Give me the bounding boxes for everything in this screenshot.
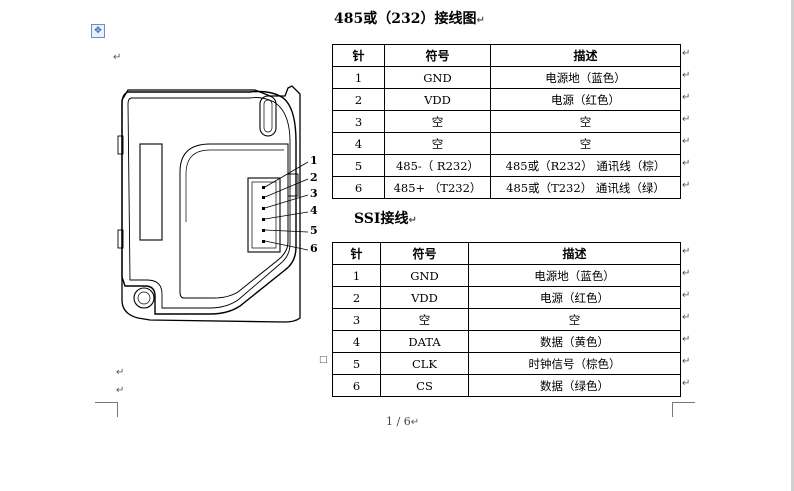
cell-description: 485或（T232） 通讯线（绿） — [490, 176, 681, 199]
window-edge — [791, 0, 794, 491]
table-row: 5 CLK 时钟信号（棕色） — [332, 352, 681, 375]
cell-symbol: 485+ （T232） — [384, 176, 491, 199]
cell-symbol: CS — [380, 374, 469, 397]
table-anchor-box: □ — [319, 355, 328, 365]
column-header-pin: 针 — [332, 242, 381, 265]
table-row: 2 VDD 电源（红色） — [332, 286, 681, 309]
column-header-description: 描述 — [468, 242, 681, 265]
paragraph-mark: ↵ — [476, 15, 485, 26]
table-row: 1 GND 电源地（蓝色） — [332, 66, 681, 89]
paragraph-mark: ↵ — [682, 312, 691, 323]
row-end-marks: ↵ ↵ ↵ ↵ ↵ ↵ ↵ — [682, 246, 690, 400]
paragraph-mark: ↵ — [682, 158, 691, 169]
table-move-handle[interactable]: ✥ — [91, 24, 105, 38]
cell-description: 数据（绿色） — [468, 374, 681, 397]
paragraph-mark: ↵ — [682, 378, 691, 389]
table-485-pinout: 针 符号 描述 1 GND 电源地（蓝色） 2 VDD 电源（红色） 3 空 空… — [332, 44, 681, 199]
cell-symbol: GND — [380, 264, 469, 287]
pin-label-2: 2 — [310, 171, 318, 184]
table-row: 4 DATA 数据（黄色） — [332, 330, 681, 353]
paragraph-mark: ↵ — [682, 290, 691, 301]
paragraph-mark: ↵ — [682, 246, 691, 257]
table-row: 2 VDD 电源（红色） — [332, 88, 681, 111]
title-ssi-text: SSI接线 — [354, 211, 409, 227]
cell-pin: 3 — [332, 308, 381, 331]
cell-pin: 4 — [332, 132, 385, 155]
cell-description: 485或（R232） 通讯线（棕） — [490, 154, 681, 177]
cell-description: 空 — [490, 110, 681, 133]
row-end-marks: ↵ ↵ ↵ ↵ ↵ ↵ ↵ — [682, 48, 690, 202]
paragraph-mark: ↵ — [116, 367, 125, 378]
cell-symbol: 空 — [384, 110, 491, 133]
cell-pin: 6 — [332, 374, 381, 397]
crop-mark-right — [672, 402, 695, 417]
cell-description: 空 — [490, 132, 681, 155]
column-header-symbol: 符号 — [384, 44, 491, 67]
cell-pin: 1 — [332, 66, 385, 89]
table-row: 3 空 空 — [332, 110, 681, 133]
paragraph-mark: ↵ — [682, 180, 691, 191]
table-header-row: 针 符号 描述 — [332, 242, 681, 265]
cell-pin: 6 — [332, 176, 385, 199]
cell-description: 电源（红色） — [490, 88, 681, 111]
crop-mark-left — [95, 402, 118, 417]
cell-pin: 1 — [332, 264, 381, 287]
page-number-text: 1 / 6 — [386, 415, 411, 428]
column-header-description: 描述 — [490, 44, 681, 67]
cell-symbol: DATA — [380, 330, 469, 353]
pin-label-4: 4 — [310, 204, 318, 217]
paragraph-mark: ↵ — [682, 268, 691, 279]
cell-symbol: CLK — [380, 352, 469, 375]
cell-description: 空 — [468, 308, 681, 331]
table-row: 3 空 空 — [332, 308, 681, 331]
column-header-symbol: 符号 — [380, 242, 469, 265]
cell-description: 电源（红色） — [468, 286, 681, 309]
table-row: 6 485+ （T232） 485或（T232） 通讯线（绿） — [332, 176, 681, 199]
cell-symbol: GND — [384, 66, 491, 89]
paragraph-mark: ↵ — [682, 356, 691, 367]
pin-label-5: 5 — [310, 224, 318, 237]
paragraph-mark: ↵ — [682, 334, 691, 345]
title-485-text: 485或（232）接线图 — [334, 11, 477, 27]
cell-symbol: VDD — [384, 88, 491, 111]
paragraph-mark: ↵ — [682, 136, 691, 147]
cell-symbol: VDD — [380, 286, 469, 309]
paragraph-mark: ↵ — [116, 385, 125, 396]
paragraph-mark: ↵ — [113, 52, 122, 63]
cell-pin: 5 — [332, 154, 385, 177]
cell-symbol: 空 — [380, 308, 469, 331]
cell-symbol: 空 — [384, 132, 491, 155]
table-header-row: 针 符号 描述 — [332, 44, 681, 67]
pin-label-3: 3 — [310, 187, 318, 200]
table-row: 6 CS 数据（绿色） — [332, 374, 681, 397]
paragraph-mark: ↵ — [682, 48, 691, 59]
cell-pin: 4 — [332, 330, 381, 353]
pin-label-1: 1 — [310, 154, 318, 167]
table-row: 4 空 空 — [332, 132, 681, 155]
cell-pin: 2 — [332, 286, 381, 309]
paragraph-mark: ↵ — [682, 70, 691, 81]
table-row: 1 GND 电源地（蓝色） — [332, 264, 681, 287]
paragraph-mark: ↵ — [410, 417, 420, 428]
paragraph-mark: ↵ — [682, 92, 691, 103]
cell-description: 时钟信号（棕色） — [468, 352, 681, 375]
column-header-pin: 针 — [332, 44, 385, 67]
sensor-connector-drawing — [117, 85, 309, 323]
cell-pin: 3 — [332, 110, 385, 133]
cell-pin: 5 — [332, 352, 381, 375]
page-number: 1 / 6↵ — [386, 415, 419, 428]
pin-label-6: 6 — [310, 242, 318, 255]
cell-symbol: 485-（ R232） — [384, 154, 491, 177]
cell-description: 电源地（蓝色） — [468, 264, 681, 287]
table-row: 5 485-（ R232） 485或（R232） 通讯线（棕） — [332, 154, 681, 177]
cell-pin: 2 — [332, 88, 385, 111]
paragraph-mark: ↵ — [682, 114, 691, 125]
table-ssi-pinout: 针 符号 描述 1 GND 电源地（蓝色） 2 VDD 电源（红色） 3 空 空… — [332, 242, 681, 397]
title-ssi-wiring: SSI接线↵ — [354, 208, 417, 228]
cell-description: 数据（黄色） — [468, 330, 681, 353]
cell-description: 电源地（蓝色） — [490, 66, 681, 89]
title-485-wiring: 485或（232）接线图↵ — [334, 8, 485, 28]
paragraph-mark: ↵ — [408, 215, 417, 226]
